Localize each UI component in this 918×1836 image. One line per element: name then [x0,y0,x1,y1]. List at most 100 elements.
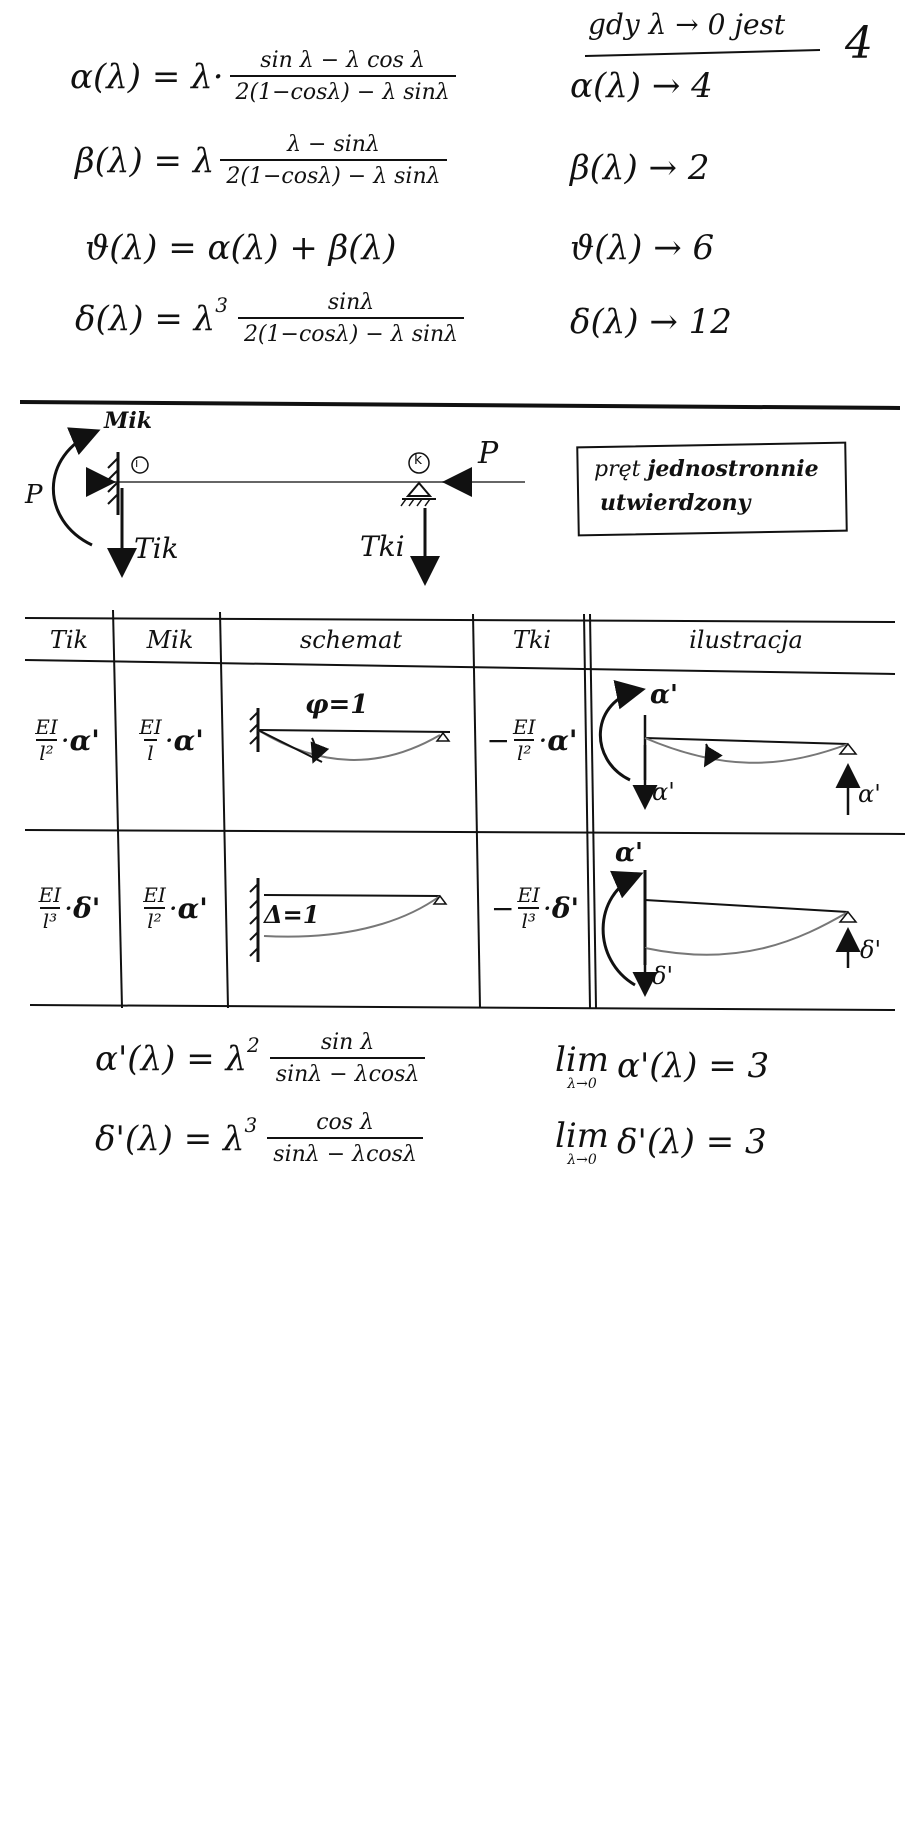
row1-ill-left: α' [652,778,675,806]
row2-schema-drawing [249,878,448,962]
formula-delta-prime-num: cos λ [316,1110,374,1135]
limit-delta-prime-expr: δ'(λ) = 3 [617,1122,767,1162]
beam-force-right: P [478,436,499,471]
formula-beta-lhs: β(λ) = λ [75,140,215,181]
beam-node-i: i [135,456,139,470]
formula-alpha-lhs: α(λ) = λ· [70,56,224,97]
table-header-tik: Tik [49,626,89,654]
limit-alpha: α(λ) → 4 [570,66,713,106]
row2-tik-sym: δ' [73,891,101,925]
beam-type-box [576,441,848,537]
formula-theta: ϑ(λ) = α(λ) + β(λ) [85,228,396,268]
formula-beta: β(λ) = λ λ − sinλ 2(1−cosλ) − λ sinλ [75,132,447,189]
row1-ill-right: α' [858,780,881,808]
row2-illustration-drawing [601,870,861,997]
row1-tki-sym: α' [547,723,578,757]
limit-delta: δ(λ) → 12 [570,302,732,342]
pin-support [405,481,433,497]
formula-alpha-num: sin λ − λ cos λ [260,48,425,73]
node-i-circle [131,456,149,474]
limits-heading: gdy λ → 0 jest [588,8,786,41]
row1-ill-top: α' [650,680,678,710]
formula-alpha-fraction: sin λ − λ cos λ 2(1−cosλ) − λ sinλ [229,48,456,105]
section-divider [19,400,901,410]
row1-tik-den: l² [36,739,57,765]
beam-force-left: P [25,480,43,510]
row2-tki-num: EI [517,883,540,907]
formula-beta-fraction: λ − sinλ 2(1−cosλ) − λ sinλ [220,132,447,189]
formula-delta-prime-den: sinλ − λcosλ [267,1137,423,1167]
row2-schema-label: Δ=1 [264,900,320,929]
formula-alpha: α(λ) = λ· sin λ − λ cos λ 2(1−cosλ) − λ … [70,48,456,105]
formula-alpha-prime-lhs: α'(λ) = λ [95,1038,248,1079]
row1-tki-num: EI [512,715,536,739]
row2-ill-top: α' [615,838,643,868]
row2-tik-num: EI [38,883,62,907]
formula-beta-den: 2(1−cosλ) − λ sinλ [220,159,447,189]
formula-delta-fraction: sinλ 2(1−cosλ) − λ sinλ [237,290,465,347]
beam-type-line2: utwierdzony [600,490,751,516]
beam-moment-label: Mik [104,408,152,434]
limit-beta: β(λ) → 2 [570,148,710,188]
limit-theta: ϑ(λ) → 6 [570,228,715,268]
row1-mik-sym: α' [173,723,204,757]
table-header-ilustracja: ilustracja [689,626,803,654]
row2-tki-sym: δ' [551,891,580,925]
row1-mik-num: EI [139,715,162,739]
node-k-circle [408,452,430,474]
row2-mik-den: l² [144,907,165,933]
row2-ill-left: δ' [652,962,674,990]
row2-ill-right: δ' [860,936,882,964]
limit-alpha-prime-expr: α'(λ) = 3 [617,1046,770,1086]
row2-tik-den: l³ [39,907,61,933]
formula-alpha-prime-pow: 2 [247,1032,260,1057]
formula-alpha-den: 2(1−cosλ) − λ sinλ [229,75,456,105]
row2-mik-sym: α' [177,891,208,925]
formula-delta-num: sinλ [327,290,375,315]
row2-tki-den: l³ [518,907,539,933]
table-header-tki: Tki [512,626,552,654]
formula-delta-prime-lhs: δ'(λ) = λ [95,1118,245,1159]
row2-mik-num: EI [143,883,166,907]
row1-tki-den: l² [514,739,535,765]
row1-tki-sign: − [486,723,510,757]
beam-type-line1: pręt jednostronnie [594,456,819,482]
beam-node-k: k [414,452,423,468]
formula-delta-lhs: δ(λ) = λ [75,298,216,339]
row1-illustration-drawing [598,680,861,815]
formula-theta-text: ϑ(λ) = α(λ) + β(λ) [85,228,397,268]
row1-schema-label: φ=1 [305,690,369,720]
row1-tik-sym: α' [69,723,100,757]
formula-delta-prime-pow: 3 [244,1112,258,1137]
moment-arrow [51,427,101,547]
formula-alpha-prime-fraction: sin λ sinλ − λcosλ [269,1030,426,1087]
row1-schema-drawing [249,708,451,764]
page-number: 4 [845,18,873,69]
formula-delta-pow: 3 [215,292,228,317]
beam-type-word1: pręt [594,457,641,482]
formula-delta-prime-fraction: cos λ sinλ − λcosλ [267,1110,423,1167]
formula-delta-den: 2(1−cosλ) − λ sinλ [237,317,465,347]
row1-mik-den: l [144,739,157,765]
heading-underline [584,49,821,57]
formula-alpha-prime-num: sin λ [320,1030,375,1055]
beam-shear-left: Tik [134,532,179,565]
limit-delta-prime-sub: λ→0 [567,1152,597,1168]
table-header-mik: Mik [146,626,194,654]
beam-shear-right: Tki [360,530,405,563]
table-header-schemat: schemat [299,626,403,654]
formula-beta-num: λ − sinλ [287,132,380,157]
formula-alpha-prime-den: sinλ − λcosλ [269,1057,426,1087]
row1-tik-num: EI [35,715,58,739]
